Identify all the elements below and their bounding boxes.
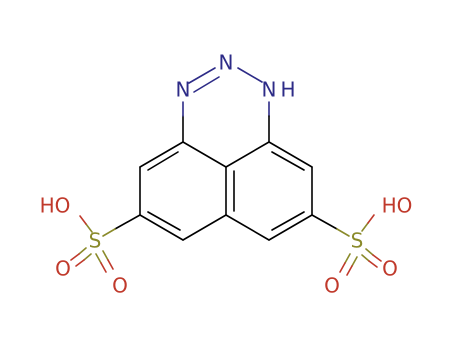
atom-s-right: S: [351, 229, 364, 253]
atom-nh-n: N: [262, 78, 277, 102]
bond-c-c-double: [147, 211, 181, 231]
bond-s-o: [361, 222, 369, 232]
bond-c-c: [139, 214, 184, 241]
bond-s-o-double: [351, 256, 358, 267]
bond-s-o: [367, 214, 375, 224]
bond-s-o-double: [339, 262, 346, 273]
bond-s-o: [85, 223, 93, 233]
atom-o-right-a: O: [324, 274, 340, 298]
bond-c-c: [225, 141, 270, 168]
bond-s-o-double: [70, 253, 80, 261]
bond-s-o-double: [75, 259, 85, 267]
atom-nh-h: H: [280, 78, 295, 102]
bond-s-o: [79, 215, 87, 225]
bond-s-o-double: [361, 254, 370, 262]
bond-c-c: [225, 214, 270, 241]
atom-oh-left: HO: [40, 194, 71, 218]
bond-s-o-double: [107, 259, 114, 270]
bond-c-s: [114, 214, 141, 230]
atom-o-right-b: O: [382, 257, 398, 281]
bond-s-o-double: [83, 253, 92, 261]
atom-n-upper: N: [219, 51, 234, 75]
bond-c-c-double: [271, 151, 305, 171]
bond-s-o-double: [346, 265, 353, 276]
bond-c-c: [268, 141, 313, 168]
bond-s-o-double: [78, 247, 87, 255]
atom-o-left-b: O: [112, 274, 128, 298]
atom-oh-right: HO: [382, 194, 413, 218]
bond-s-o-double: [368, 260, 378, 268]
bond-c-c: [182, 214, 227, 241]
bond-c-s: [336, 228, 350, 237]
bond-c-c-double: [147, 151, 179, 171]
bond-n-n-double: [188, 67, 216, 84]
bond-s-o-double: [95, 253, 102, 264]
bond-c-s: [311, 214, 338, 230]
bond-c-s: [102, 228, 116, 237]
bond-c-c: [268, 214, 313, 241]
bond-s-o-double: [344, 253, 351, 264]
atom-o-left-a: O: [55, 257, 71, 281]
bond-s-o-double: [100, 262, 107, 273]
atom-n-left: N: [176, 78, 191, 102]
bond-c-c: [182, 141, 227, 168]
bond-c-c-double: [271, 211, 305, 231]
bond-s-o-double: [372, 254, 382, 262]
bond-n-n-double: [193, 76, 220, 93]
bond-n-n: [237, 67, 263, 83]
bond-s-o-double: [102, 250, 109, 261]
bond-s-o-double: [365, 248, 374, 256]
bond-c-c: [139, 141, 184, 168]
atom-s-left: S: [89, 229, 102, 253]
